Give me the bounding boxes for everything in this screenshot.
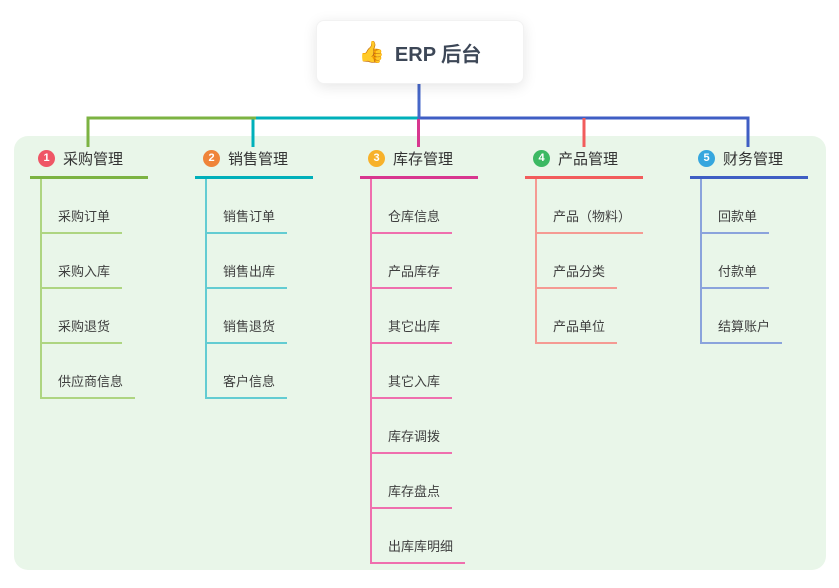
child-node-label: 采购订单 [42,206,123,234]
child-node-label: 客户信息 [207,371,288,399]
child-node-label: 产品单位 [537,316,618,344]
child-node-label: 仓库信息 [372,206,453,234]
branch-title-label: 财务管理 [723,151,784,168]
branch-children: 仓库信息 产品库存 其它出库 其它入库 库存调拨 库存盘点 出库库明细 [370,179,500,564]
thumbs-up-icon: 👍 [358,40,385,64]
mindmap-background-panel [14,136,826,570]
child-node[interactable]: 销售出库 [207,234,335,289]
branch-children: 产品（物料） 产品分类 产品单位 [535,179,665,344]
child-node-label: 产品分类 [537,261,618,289]
branch-title-inventory[interactable]: 3 库存管理 [360,146,478,179]
branch-children: 销售订单 销售出库 销售退货 客户信息 [205,179,335,399]
child-node-label: 销售出库 [207,261,288,289]
child-node[interactable]: 库存调拨 [372,399,500,454]
branch-number-badge: 4 [533,150,550,167]
child-node-label: 回款单 [702,206,770,234]
branch-purchase-management: 1 采购管理 采购订单 采购入库 采购退货 供应商信息 [30,146,170,399]
branch-inventory-management: 3 库存管理 仓库信息 产品库存 其它出库 其它入库 库存调拨 库存盘点 出库库… [360,146,500,564]
child-node[interactable]: 仓库信息 [372,179,500,234]
child-node-label: 销售退货 [207,316,288,344]
branch-title-label: 采购管理 [63,151,124,168]
branch-finance-management: 5 财务管理 回款单 付款单 结算账户 [690,146,830,344]
child-node-label: 产品库存 [372,261,453,289]
root-node-erp-backend[interactable]: 👍 ERP 后台 [316,20,524,84]
branch-title-sales[interactable]: 2 销售管理 [195,146,313,179]
child-node[interactable]: 产品分类 [537,234,665,289]
child-node-label: 产品（物料） [537,206,644,234]
child-node[interactable]: 库存盘点 [372,454,500,509]
child-node[interactable]: 产品单位 [537,289,665,344]
child-node-label: 采购退货 [42,316,123,344]
child-node[interactable]: 采购入库 [42,234,170,289]
child-node[interactable]: 付款单 [702,234,830,289]
child-node-label: 销售订单 [207,206,288,234]
branch-title-purchase[interactable]: 1 采购管理 [30,146,148,179]
child-node[interactable]: 供应商信息 [42,344,170,399]
branch-sales-management: 2 销售管理 销售订单 销售出库 销售退货 客户信息 [195,146,335,399]
child-node-label: 结算账户 [702,316,783,344]
branch-title-label: 库存管理 [393,151,454,168]
branch-number-badge: 2 [203,150,220,167]
child-node[interactable]: 销售订单 [207,179,335,234]
child-node-label: 付款单 [702,261,770,289]
branch-product-management: 4 产品管理 产品（物料） 产品分类 产品单位 [525,146,665,344]
branch-number-badge: 3 [368,150,385,167]
branch-number-badge: 1 [38,150,55,167]
child-node[interactable]: 销售退货 [207,289,335,344]
root-node-label: ERP 后台 [394,43,482,66]
branch-number-badge: 5 [698,150,715,167]
child-node[interactable]: 采购订单 [42,179,170,234]
child-node-label: 采购入库 [42,261,123,289]
child-node[interactable]: 结算账户 [702,289,830,344]
child-node[interactable]: 客户信息 [207,344,335,399]
child-node[interactable]: 回款单 [702,179,830,234]
child-node-label: 库存调拨 [372,426,453,454]
branch-children: 回款单 付款单 结算账户 [700,179,830,344]
branch-children: 采购订单 采购入库 采购退货 供应商信息 [40,179,170,399]
branch-title-label: 产品管理 [558,151,619,168]
branch-title-finance[interactable]: 5 财务管理 [690,146,808,179]
child-node-label: 出库库明细 [372,536,466,564]
child-node-label: 库存盘点 [372,481,453,509]
child-node[interactable]: 采购退货 [42,289,170,344]
branch-title-label: 销售管理 [228,151,289,168]
branch-title-product[interactable]: 4 产品管理 [525,146,643,179]
child-node[interactable]: 产品（物料） [537,179,665,234]
child-node-label: 其它入库 [372,371,453,399]
child-node[interactable]: 其它出库 [372,289,500,344]
child-node-label: 其它出库 [372,316,453,344]
child-node[interactable]: 出库库明细 [372,509,500,564]
child-node[interactable]: 其它入库 [372,344,500,399]
child-node[interactable]: 产品库存 [372,234,500,289]
child-node-label: 供应商信息 [42,371,136,399]
